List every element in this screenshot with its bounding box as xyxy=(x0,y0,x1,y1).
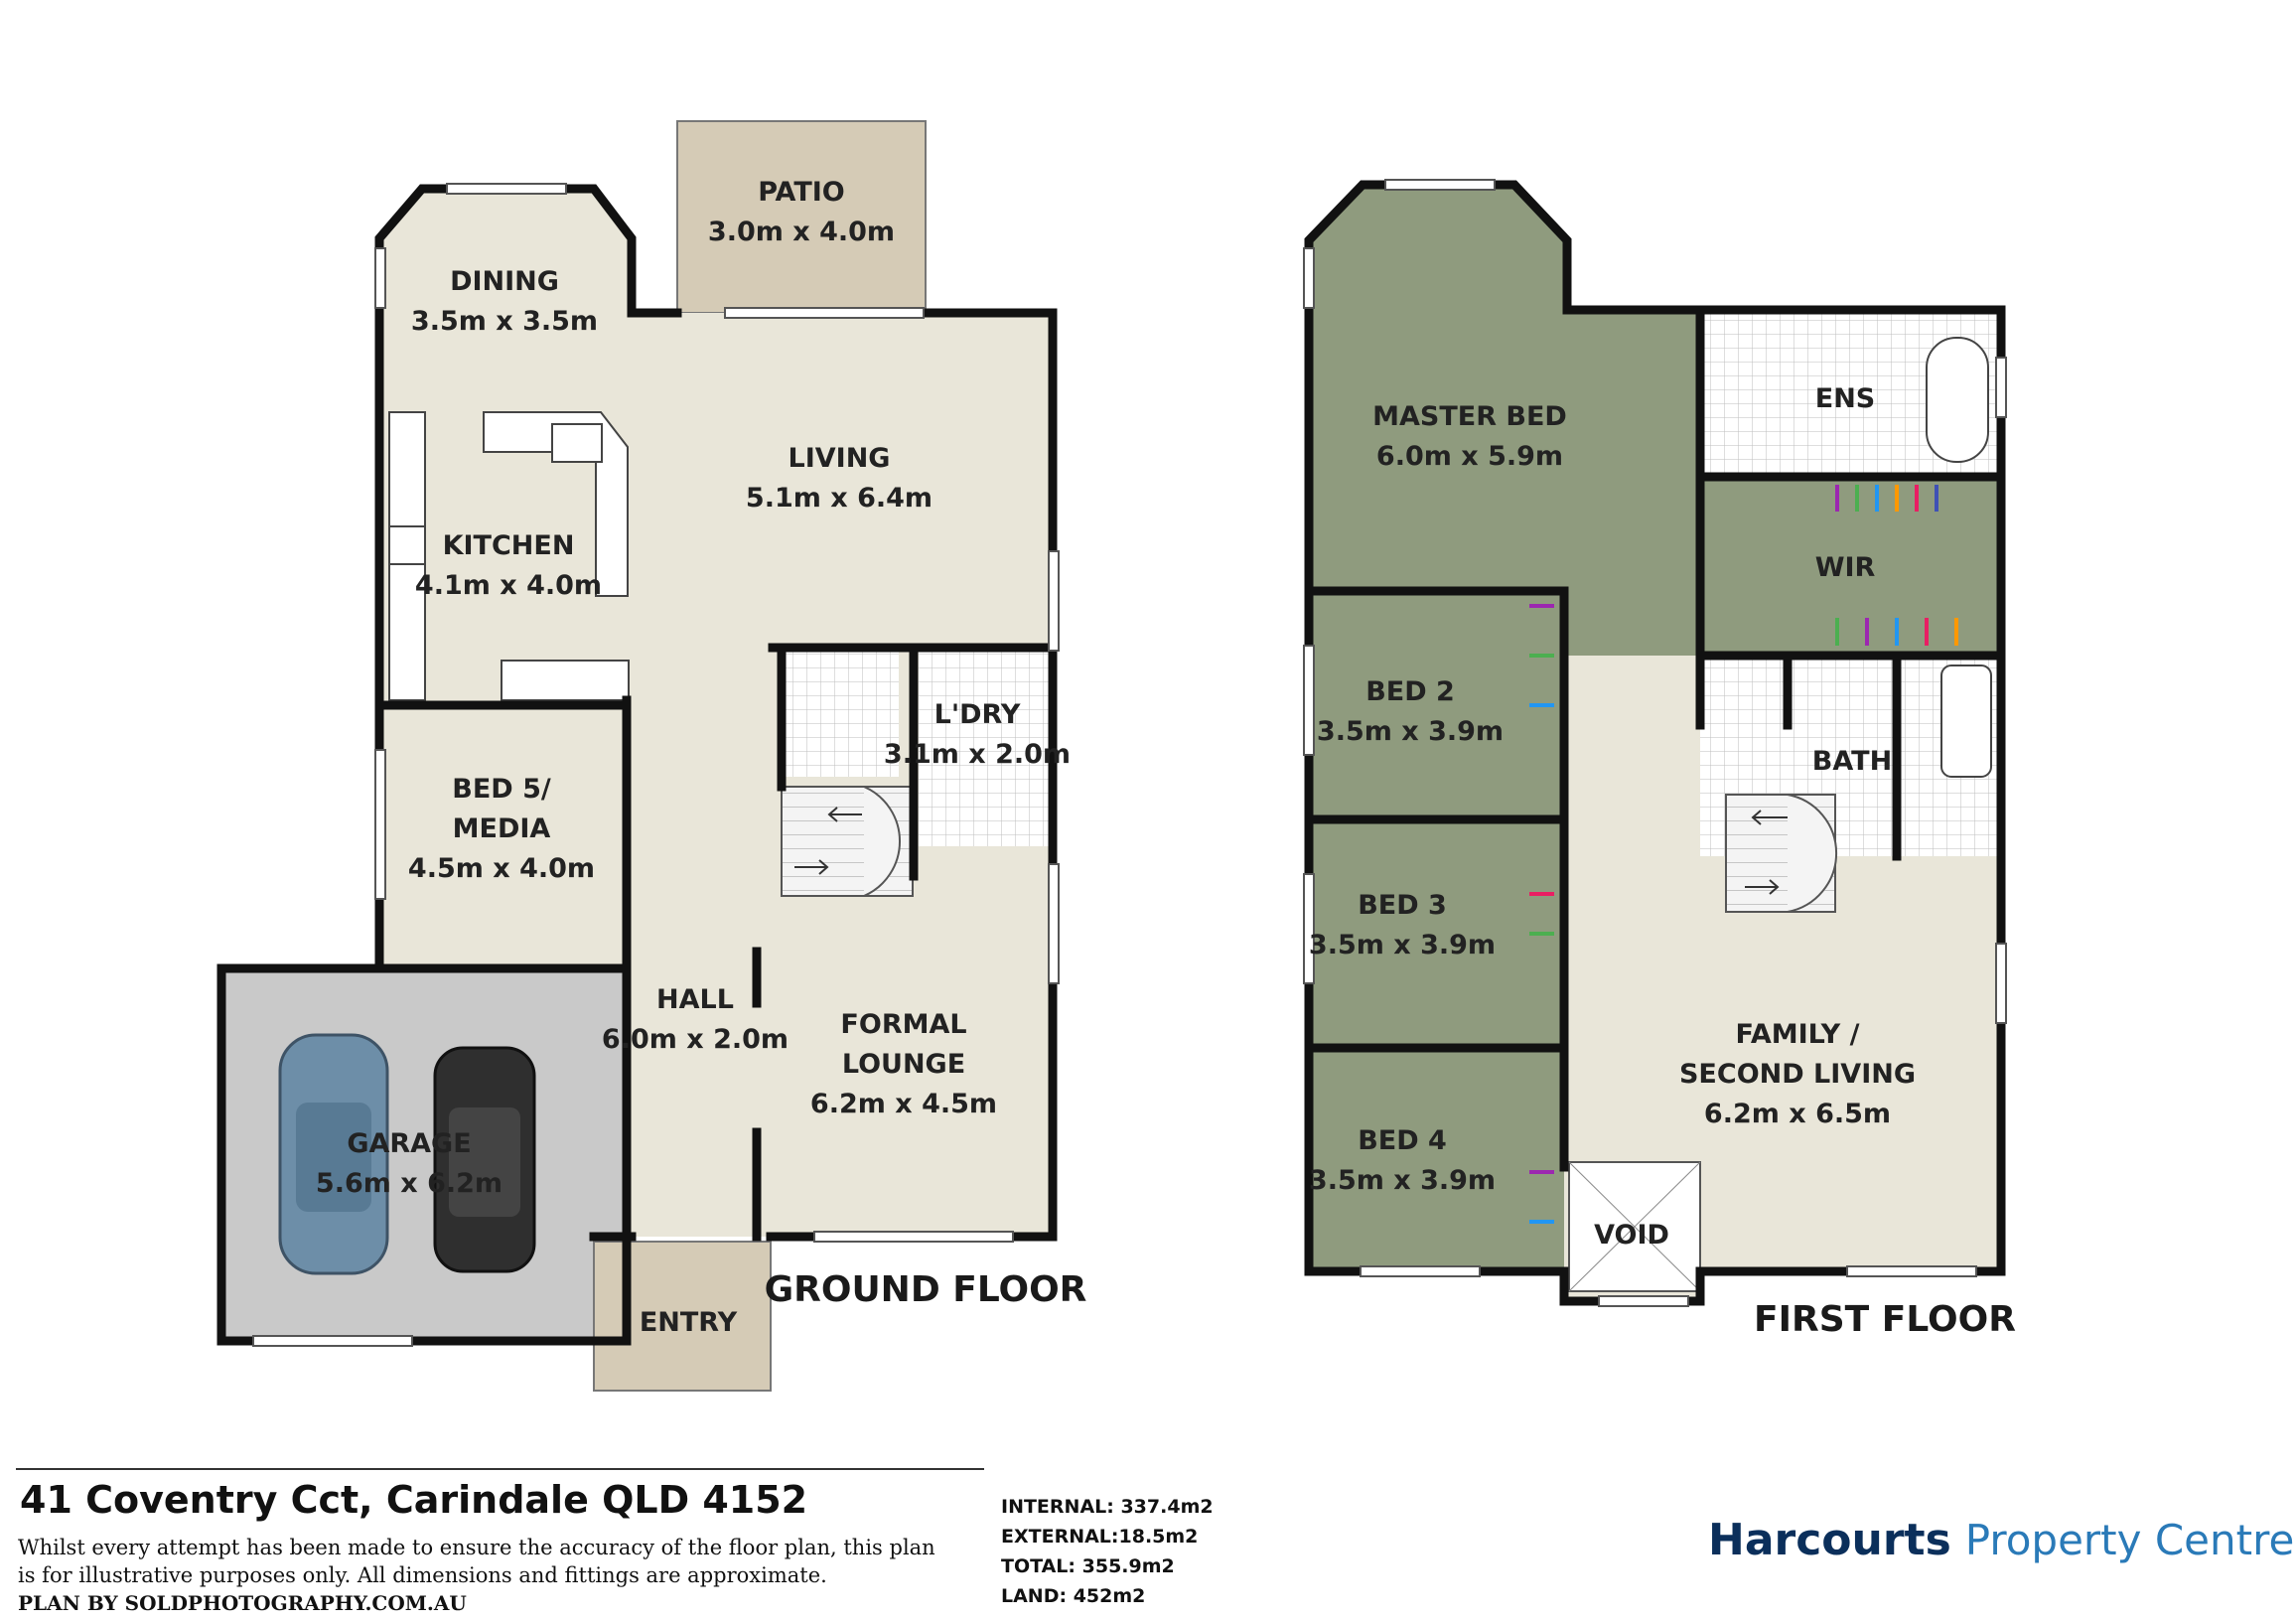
first-windows xyxy=(1303,179,2007,1307)
bed5-size: 4.5m x 4.0m xyxy=(408,853,595,884)
formal-lounge-size: 6.2m x 4.5m xyxy=(810,1089,997,1119)
dining-size: 3.5m x 3.5m xyxy=(411,306,598,337)
laundry-size: 3.1m x 2.0m xyxy=(884,739,1071,770)
bed3-area xyxy=(1309,819,1569,1048)
first-stair-arrowhead-left xyxy=(1751,810,1762,825)
car-blue-roof xyxy=(296,1103,371,1212)
wardrobe-hangers xyxy=(1529,485,1958,1224)
bed2-size: 3.5m x 3.9m xyxy=(1317,716,1504,747)
patio-label: PATIO xyxy=(758,177,845,208)
first-floor: MASTER BED 6.0m x 5.9m ENS WIR BED 2 3.5… xyxy=(1303,179,2016,1340)
ground-stairs-curve xyxy=(863,786,902,897)
kitchen-label: KITCHEN xyxy=(443,530,575,561)
bed2-label: BED 2 xyxy=(1365,676,1455,707)
bath-label: BATH xyxy=(1812,746,1892,777)
bath-bathtub xyxy=(1940,664,1992,778)
family-label: FAMILY / xyxy=(1736,1019,1860,1050)
area-stats: INTERNAL: 337.4m2 EXTERNAL:18.5m2 TOTAL:… xyxy=(1001,1492,1214,1611)
family-size: 6.2m x 6.5m xyxy=(1704,1099,1891,1129)
garage-label: GARAGE xyxy=(347,1128,471,1159)
internal-area: INTERNAL: 337.4m2 xyxy=(1001,1496,1214,1518)
garage-size: 5.6m x 6.2m xyxy=(316,1168,502,1199)
family-label-2: SECOND LIVING xyxy=(1679,1059,1916,1090)
formal-lounge-label: FORMAL xyxy=(840,1009,966,1040)
formal-lounge-label-2: LOUNGE xyxy=(842,1049,965,1080)
master-bed-size: 6.0m x 5.9m xyxy=(1376,441,1563,472)
total-area: TOTAL: 355.9m2 xyxy=(1001,1555,1175,1577)
bed2-area xyxy=(1309,591,1569,819)
disclaimer-text: Whilst every attempt has been made to en… xyxy=(18,1536,935,1587)
ens-label: ENS xyxy=(1815,383,1876,414)
kitchen-sink xyxy=(551,423,603,463)
brand-logo: Harcourts Property Centre xyxy=(1708,1515,2294,1565)
void-label: VOID xyxy=(1594,1220,1669,1251)
family-area xyxy=(1564,656,2001,1301)
hall-label: HALL xyxy=(656,984,734,1015)
ground-windows xyxy=(252,183,1060,1347)
master-bed-area xyxy=(1309,185,1700,656)
cooktop xyxy=(388,525,426,565)
first-stairs-curve xyxy=(1787,794,1838,913)
brand-name: Harcourts xyxy=(1708,1515,1951,1565)
first-stair-arrowhead-right xyxy=(1769,879,1780,895)
master-bed-label: MASTER BED xyxy=(1372,401,1567,432)
laundry-tiles xyxy=(919,648,1050,846)
dining-area xyxy=(379,189,632,318)
plan-credit: PLAN BY SOLDPHOTOGRAPHY.COM.AU xyxy=(18,1591,467,1615)
ensuite-bathtub xyxy=(1926,337,1989,463)
patio-size: 3.0m x 4.0m xyxy=(708,217,895,247)
footer-divider xyxy=(16,1468,984,1470)
bed4-size: 3.5m x 3.9m xyxy=(1309,1165,1496,1196)
land-area: LAND: 452m2 xyxy=(1001,1585,1146,1607)
wir-label: WIR xyxy=(1815,552,1876,583)
ground-floor-area xyxy=(379,313,1053,1237)
wir-area xyxy=(1700,477,2001,656)
bed4-label: BED 4 xyxy=(1358,1125,1447,1156)
bed3-label: BED 3 xyxy=(1358,890,1447,921)
bed5-label-2: MEDIA xyxy=(453,813,551,844)
property-address: 41 Coventry Cct, Carindale QLD 4152 xyxy=(20,1478,808,1522)
hall-size: 6.0m x 2.0m xyxy=(602,1024,789,1055)
bed4-area xyxy=(1309,1048,1569,1271)
powder-room-tiles xyxy=(782,648,899,777)
entry-label: ENTRY xyxy=(640,1307,738,1338)
bed3-size: 3.5m x 3.9m xyxy=(1309,930,1496,960)
living-size: 5.1m x 6.4m xyxy=(746,483,933,514)
ground-floor: PATIO 3.0m x 4.0m DINING 3.5m x 3.5m LIV… xyxy=(216,120,1087,1392)
patio-area xyxy=(676,120,927,314)
kitchen-counter-bottom xyxy=(501,660,630,701)
laundry-label: L'DRY xyxy=(934,699,1021,730)
external-area: EXTERNAL:18.5m2 xyxy=(1001,1526,1199,1548)
car-black-roof xyxy=(449,1107,520,1217)
ground-floor-title: GROUND FLOOR xyxy=(765,1269,1087,1310)
first-floor-title: FIRST FLOOR xyxy=(1754,1299,2016,1340)
brand-sub: Property Centre xyxy=(1964,1516,2295,1564)
living-label: LIVING xyxy=(789,443,891,474)
stair-arrowhead-left xyxy=(827,807,838,822)
dining-label: DINING xyxy=(450,266,559,297)
stair-arrowhead-right xyxy=(818,859,829,875)
kitchen-size: 4.1m x 4.0m xyxy=(415,570,602,601)
bed5-label: BED 5/ xyxy=(452,774,551,805)
